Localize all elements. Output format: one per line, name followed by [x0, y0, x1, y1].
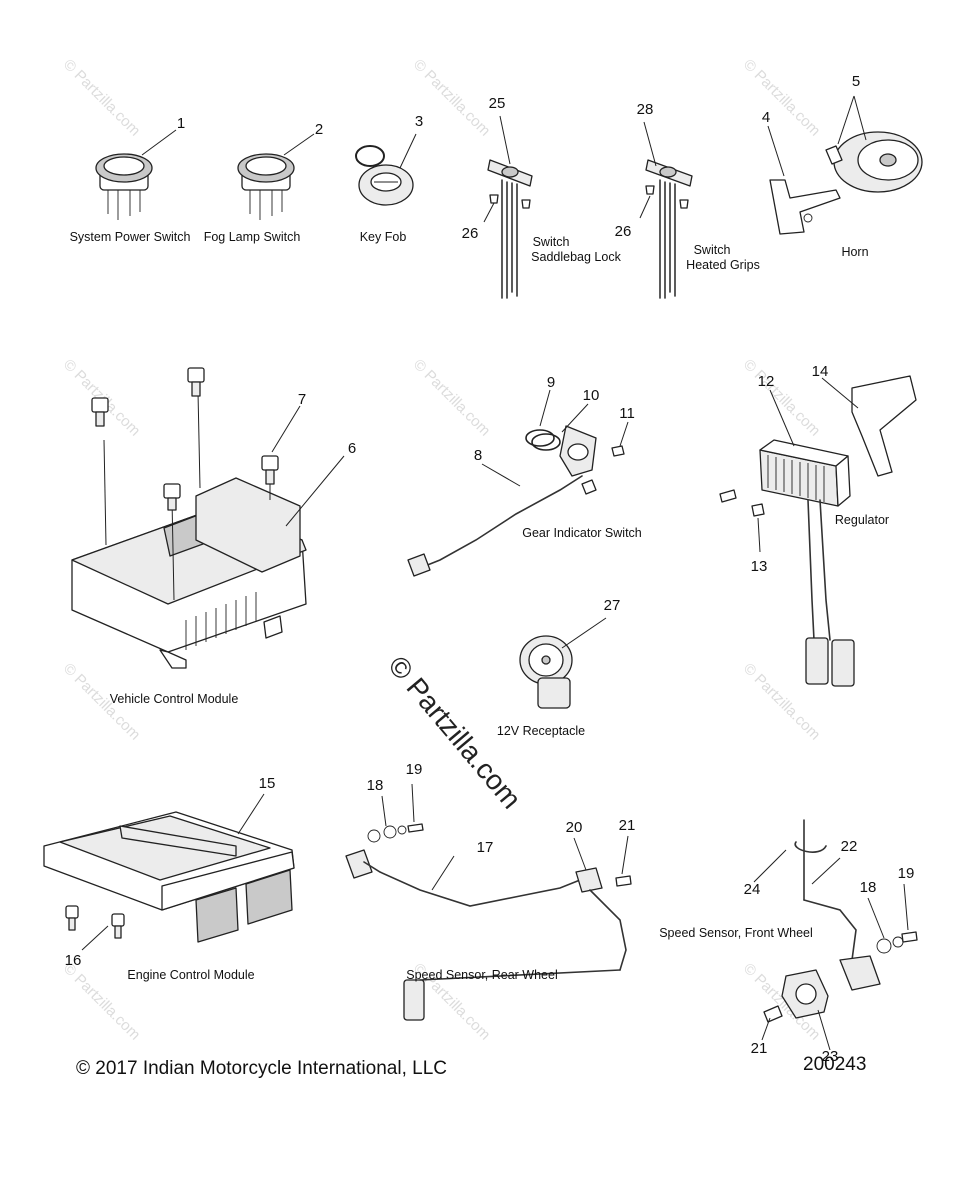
- callout-number: 20: [565, 819, 583, 836]
- callout-number: 21: [750, 1040, 768, 1057]
- heated-grips-switch-drawing: [639, 121, 693, 299]
- part-label-rear-speed-sensor: Speed Sensor, Rear Wheel: [406, 968, 558, 982]
- footer-diagram-number: 200243: [803, 1054, 867, 1075]
- 12v-receptacle-drawing: [519, 617, 607, 709]
- callout-number: 21: [618, 817, 636, 834]
- callout-number: 19: [405, 761, 423, 778]
- callout-number: 23: [821, 1048, 839, 1065]
- callout-number: 18: [859, 879, 877, 896]
- part-label-12v-receptacle: 12V Receptacle: [496, 724, 586, 738]
- part-label-saddlebag-switch-line2: Saddlebag Lock: [531, 250, 621, 264]
- callout-number: 11: [619, 405, 635, 422]
- callout-number: 18: [366, 777, 384, 794]
- callout-number: 13: [750, 558, 768, 575]
- callout-number: 1: [176, 115, 186, 132]
- key-fob-drawing: [355, 133, 417, 206]
- callout-number: 3: [414, 113, 424, 130]
- horn-drawing: [767, 95, 923, 235]
- part-label-engine-control-module: Engine Control Module: [127, 968, 255, 982]
- callout-number: 10: [582, 387, 600, 404]
- engine-control-module-drawing: [43, 793, 295, 951]
- callout-number: 4: [761, 109, 771, 126]
- part-label-heated-grips-line1: Switch: [693, 243, 731, 257]
- vehicle-control-module-drawing: [71, 367, 345, 669]
- callout-number: 5: [851, 73, 861, 90]
- callout-number: 9: [546, 374, 556, 391]
- part-label-front-speed-sensor: Speed Sensor, Front Wheel: [659, 926, 813, 940]
- callout-number: 19: [897, 865, 915, 882]
- callout-number: 26: [461, 225, 479, 242]
- rear-speed-sensor-drawing: [345, 783, 632, 1021]
- part-label-saddlebag-switch-line1: Switch: [532, 235, 570, 249]
- callout-number: 12: [757, 373, 775, 390]
- callout-number: 15: [258, 775, 276, 792]
- fog-lamp-switch-drawing: [237, 133, 315, 220]
- saddlebag-lock-switch-drawing: [483, 115, 533, 299]
- callout-number: 8: [473, 447, 483, 464]
- callout-number: 14: [811, 363, 829, 380]
- part-label-key-fob: Key Fob: [359, 230, 407, 244]
- part-label-fog-lamp-switch: Fog Lamp Switch: [203, 230, 301, 244]
- callout-number: 6: [347, 440, 357, 457]
- callout-number: 24: [743, 881, 761, 898]
- footer-copyright: © 2017 Indian Motorcycle International, …: [76, 1058, 447, 1079]
- part-label-heated-grips-line2: Heated Grips: [686, 258, 760, 272]
- callout-number: 7: [297, 391, 307, 408]
- gear-indicator-switch-drawing: [407, 389, 629, 577]
- part-label-vehicle-control-module: Vehicle Control Module: [109, 692, 239, 706]
- system-power-switch-drawing: [95, 129, 177, 220]
- callout-number: 16: [64, 952, 82, 969]
- part-label-regulator: Regulator: [834, 513, 890, 527]
- callout-number: 22: [840, 838, 858, 855]
- part-label-horn: Horn: [841, 245, 869, 259]
- callout-number: 25: [488, 95, 506, 112]
- regulator-drawing: [719, 375, 917, 687]
- callout-number: 27: [603, 597, 621, 614]
- callout-number: 2: [314, 121, 324, 138]
- callout-number: 28: [636, 101, 654, 118]
- part-label-gear-indicator-switch: Gear Indicator Switch: [522, 526, 642, 540]
- callout-number: 17: [476, 839, 494, 856]
- part-label-system-power-switch: System Power Switch: [69, 230, 191, 244]
- callout-number: 26: [614, 223, 632, 240]
- front-speed-sensor-drawing: [753, 819, 918, 1051]
